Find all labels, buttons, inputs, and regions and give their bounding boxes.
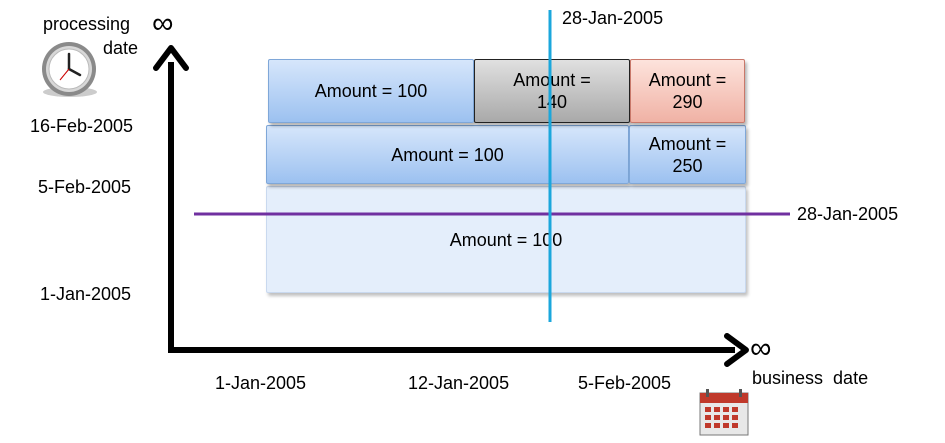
y-axis-title-line1: processing — [43, 14, 131, 34]
amount-box-top-middle: Amount = 140 — [474, 59, 630, 123]
calendar-icon — [699, 389, 749, 436]
x-tick-1-jan: 1-Jan-2005 — [215, 373, 307, 393]
amount-box-top-left: Amount = 100 — [268, 59, 474, 123]
x-tick-12-jan: 12-Jan-2005 — [408, 373, 510, 393]
y-tick-5-feb: 5-Feb-2005 — [38, 177, 132, 197]
amount-box-mid-right-label: Amount = 250 — [648, 133, 727, 176]
x-axis-title: business date — [752, 368, 869, 388]
amount-box-base-label: Amount = 100 — [449, 229, 563, 250]
x-axis-infinity: ∞ — [750, 332, 772, 365]
amount-box-mid-left: Amount = 100 — [266, 125, 629, 184]
amount-box-mid-left-label: Amount = 100 — [391, 144, 504, 165]
amount-box-top-right-label: Amount = 290 — [648, 70, 727, 112]
clock-icon — [42, 42, 97, 97]
amount-box-top-left-label: Amount = 100 — [314, 81, 428, 101]
x-axis — [168, 333, 749, 367]
amount-box-mid-right: Amount = 250 — [629, 125, 746, 184]
y-axis-infinity: ∞ — [152, 7, 174, 40]
amount-box-top-right: Amount = 290 — [630, 59, 745, 123]
x-tick-5-feb: 5-Feb-2005 — [578, 373, 672, 393]
y-tick-1-jan: 1-Jan-2005 — [40, 284, 132, 304]
y-tick-16-feb: 16-Feb-2005 — [30, 116, 134, 136]
vertical-line-label: 28-Jan-2005 — [562, 8, 664, 28]
amount-box-top-middle-label: Amount = 140 — [513, 70, 591, 112]
y-axis-title-line2: date — [103, 38, 139, 58]
horizontal-line-label: 28-Jan-2005 — [797, 204, 899, 224]
amount-box-base: Amount = 100 — [266, 186, 746, 293]
y-axis — [153, 45, 189, 350]
